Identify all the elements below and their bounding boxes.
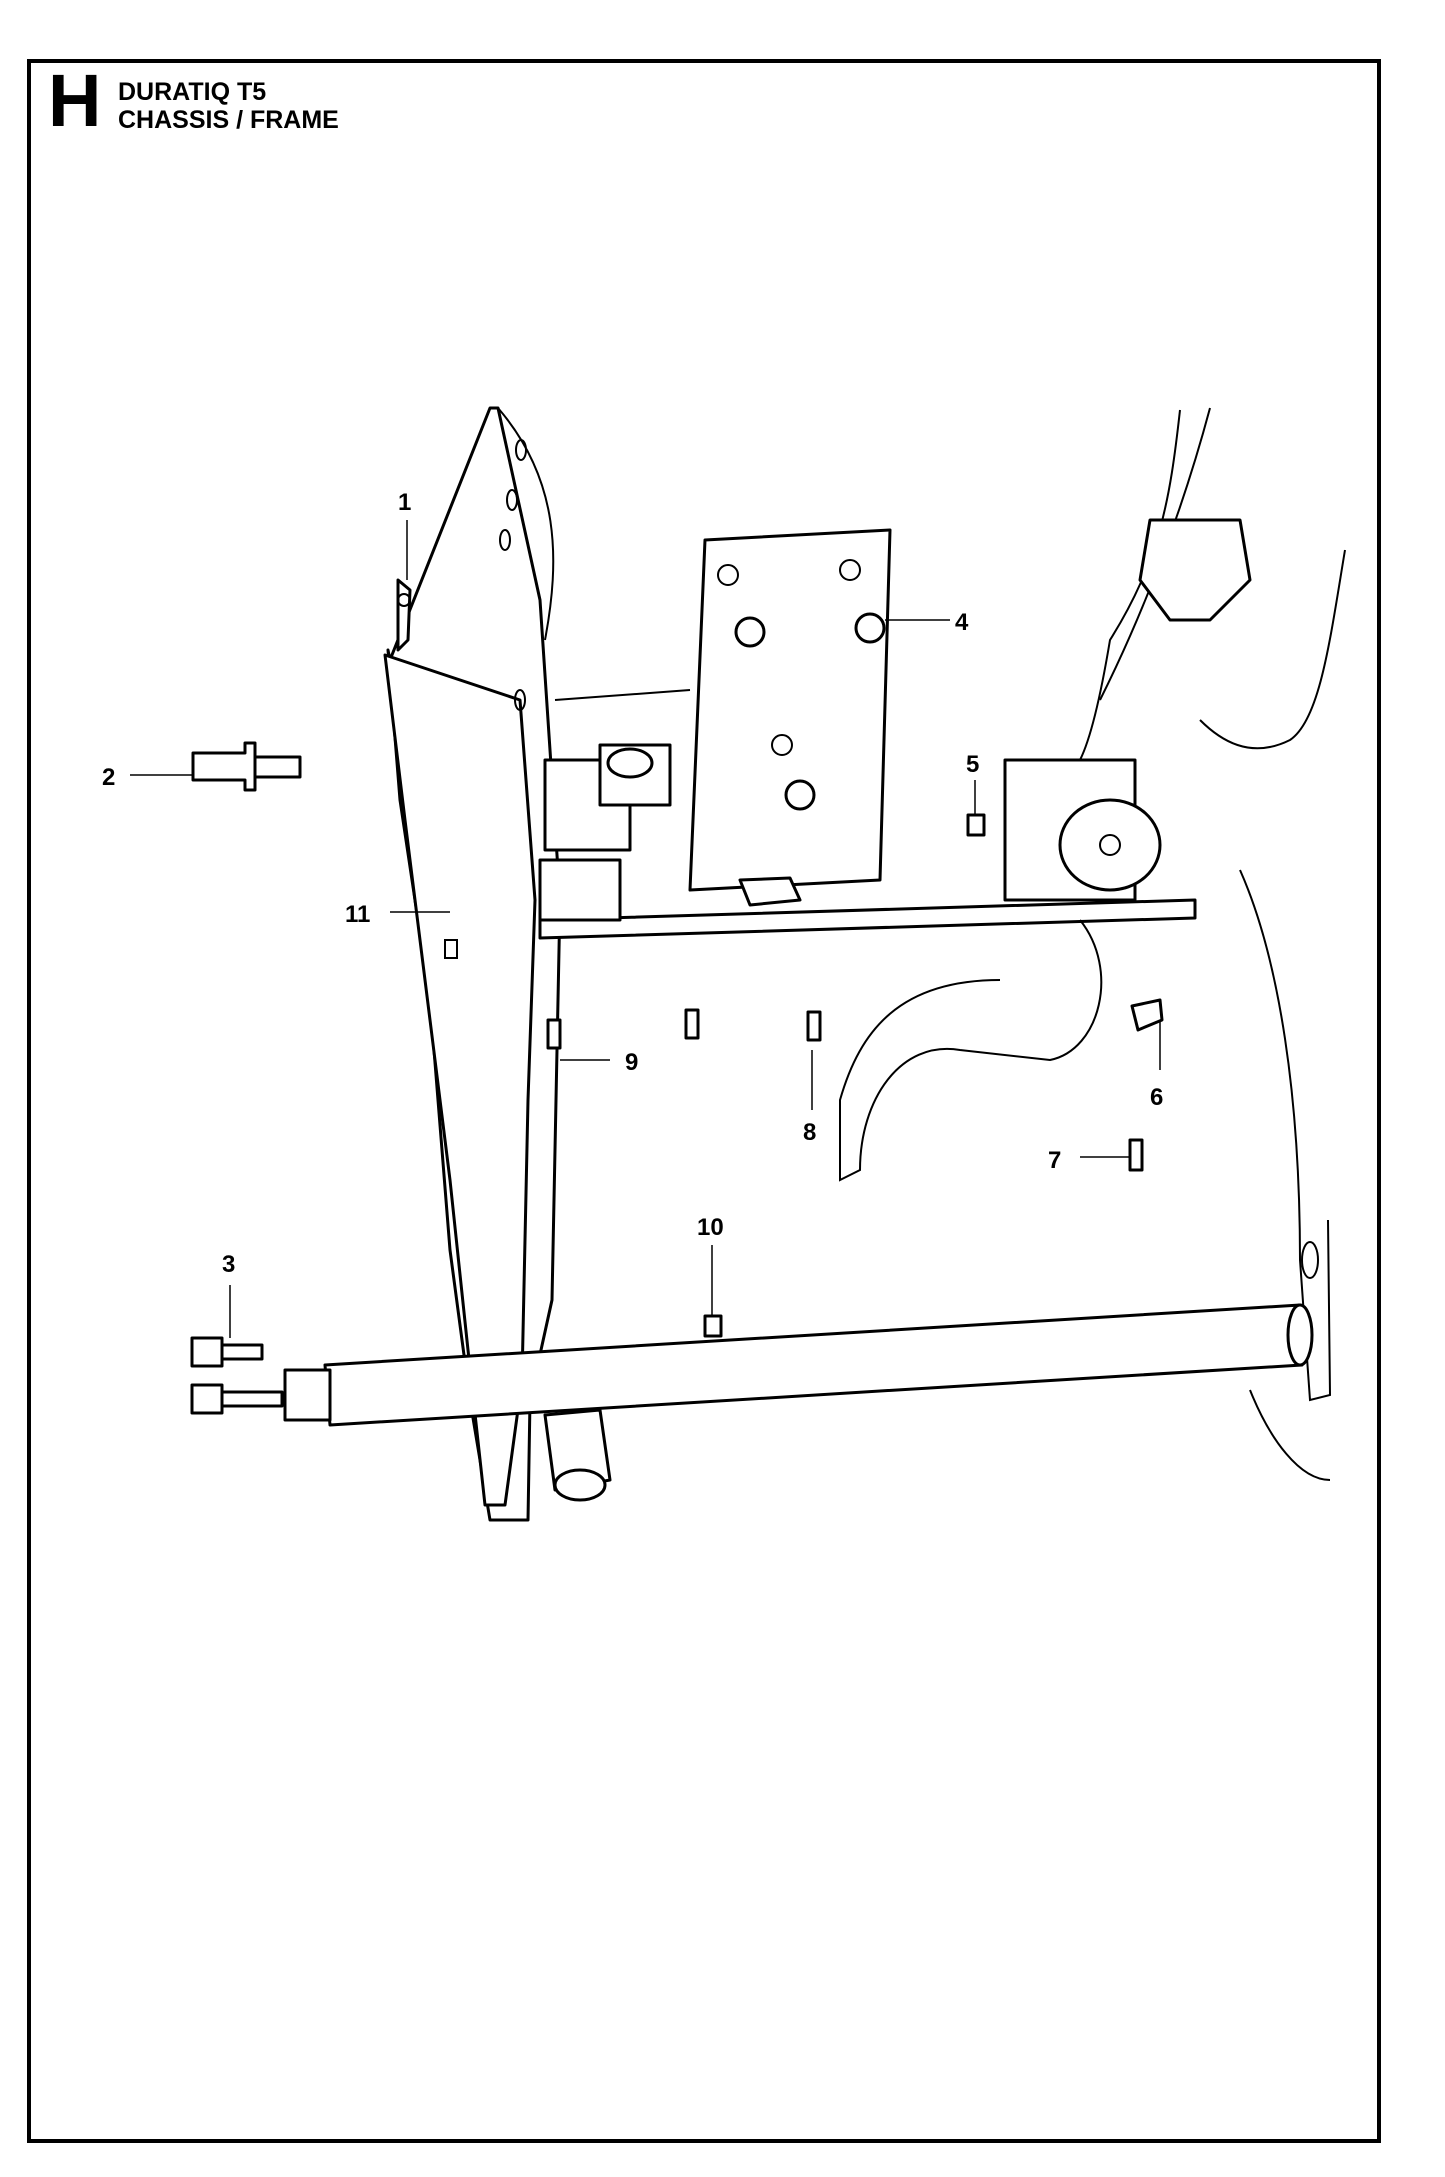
callout-6: 6: [1150, 1084, 1163, 1111]
clip-part-1: [396, 578, 412, 652]
callout-4: 4: [955, 609, 969, 636]
callout-leaders: [130, 520, 1161, 1338]
pin-part-2: [191, 741, 302, 792]
callout-11: 11: [345, 901, 370, 928]
fasteners: [546, 813, 1164, 1338]
callout-7: 7: [1048, 1147, 1061, 1174]
callout-10: 10: [697, 1214, 724, 1241]
callout-5: 5: [966, 751, 979, 778]
callout-9: 9: [625, 1049, 638, 1076]
callout-8: 8: [803, 1119, 816, 1146]
section-letter: H: [48, 59, 101, 142]
page-frame: [27, 59, 1381, 2143]
callout-1: 1: [398, 489, 411, 516]
callout-2: 2: [102, 764, 115, 791]
bolts-part-3: [190, 1336, 284, 1415]
callout-labels: 1 2 3 4 5 6 7 8 9 10 11: [102, 489, 1163, 1278]
callout-3: 3: [222, 1251, 235, 1278]
component-tray: [538, 689, 1197, 940]
section-title: CHASSIS / FRAME: [118, 106, 339, 134]
shaft-tube: [283, 1303, 1314, 1502]
frame-plate: [383, 406, 562, 1522]
model-title: DURATIQ T5: [118, 78, 267, 106]
mounting-bracket: [688, 528, 892, 907]
motor-assembly: [839, 409, 1252, 1182]
